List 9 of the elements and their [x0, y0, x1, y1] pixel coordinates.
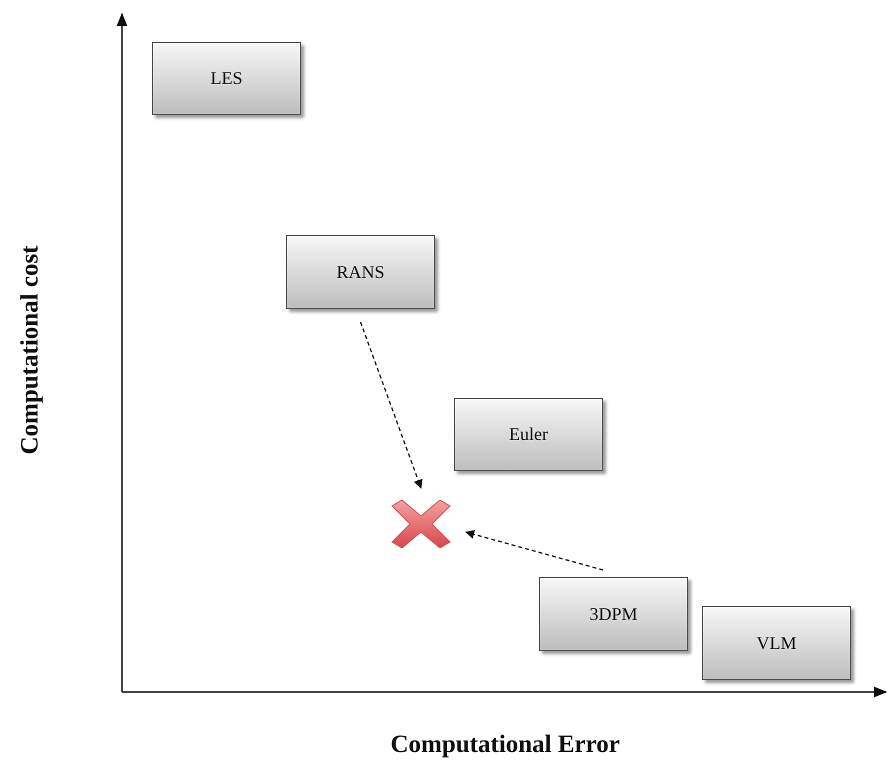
axis-title: Computational Error — [390, 731, 620, 759]
method-box: LES — [152, 42, 301, 115]
method-box: 3DPM — [539, 577, 688, 651]
method-box: RANS — [286, 235, 435, 309]
axis-title: Computational cost — [16, 245, 44, 455]
method-box: Euler — [454, 398, 603, 471]
dashed-arrow — [465, 530, 604, 571]
method-box: VLM — [702, 606, 851, 680]
dashed-arrow — [360, 322, 422, 489]
